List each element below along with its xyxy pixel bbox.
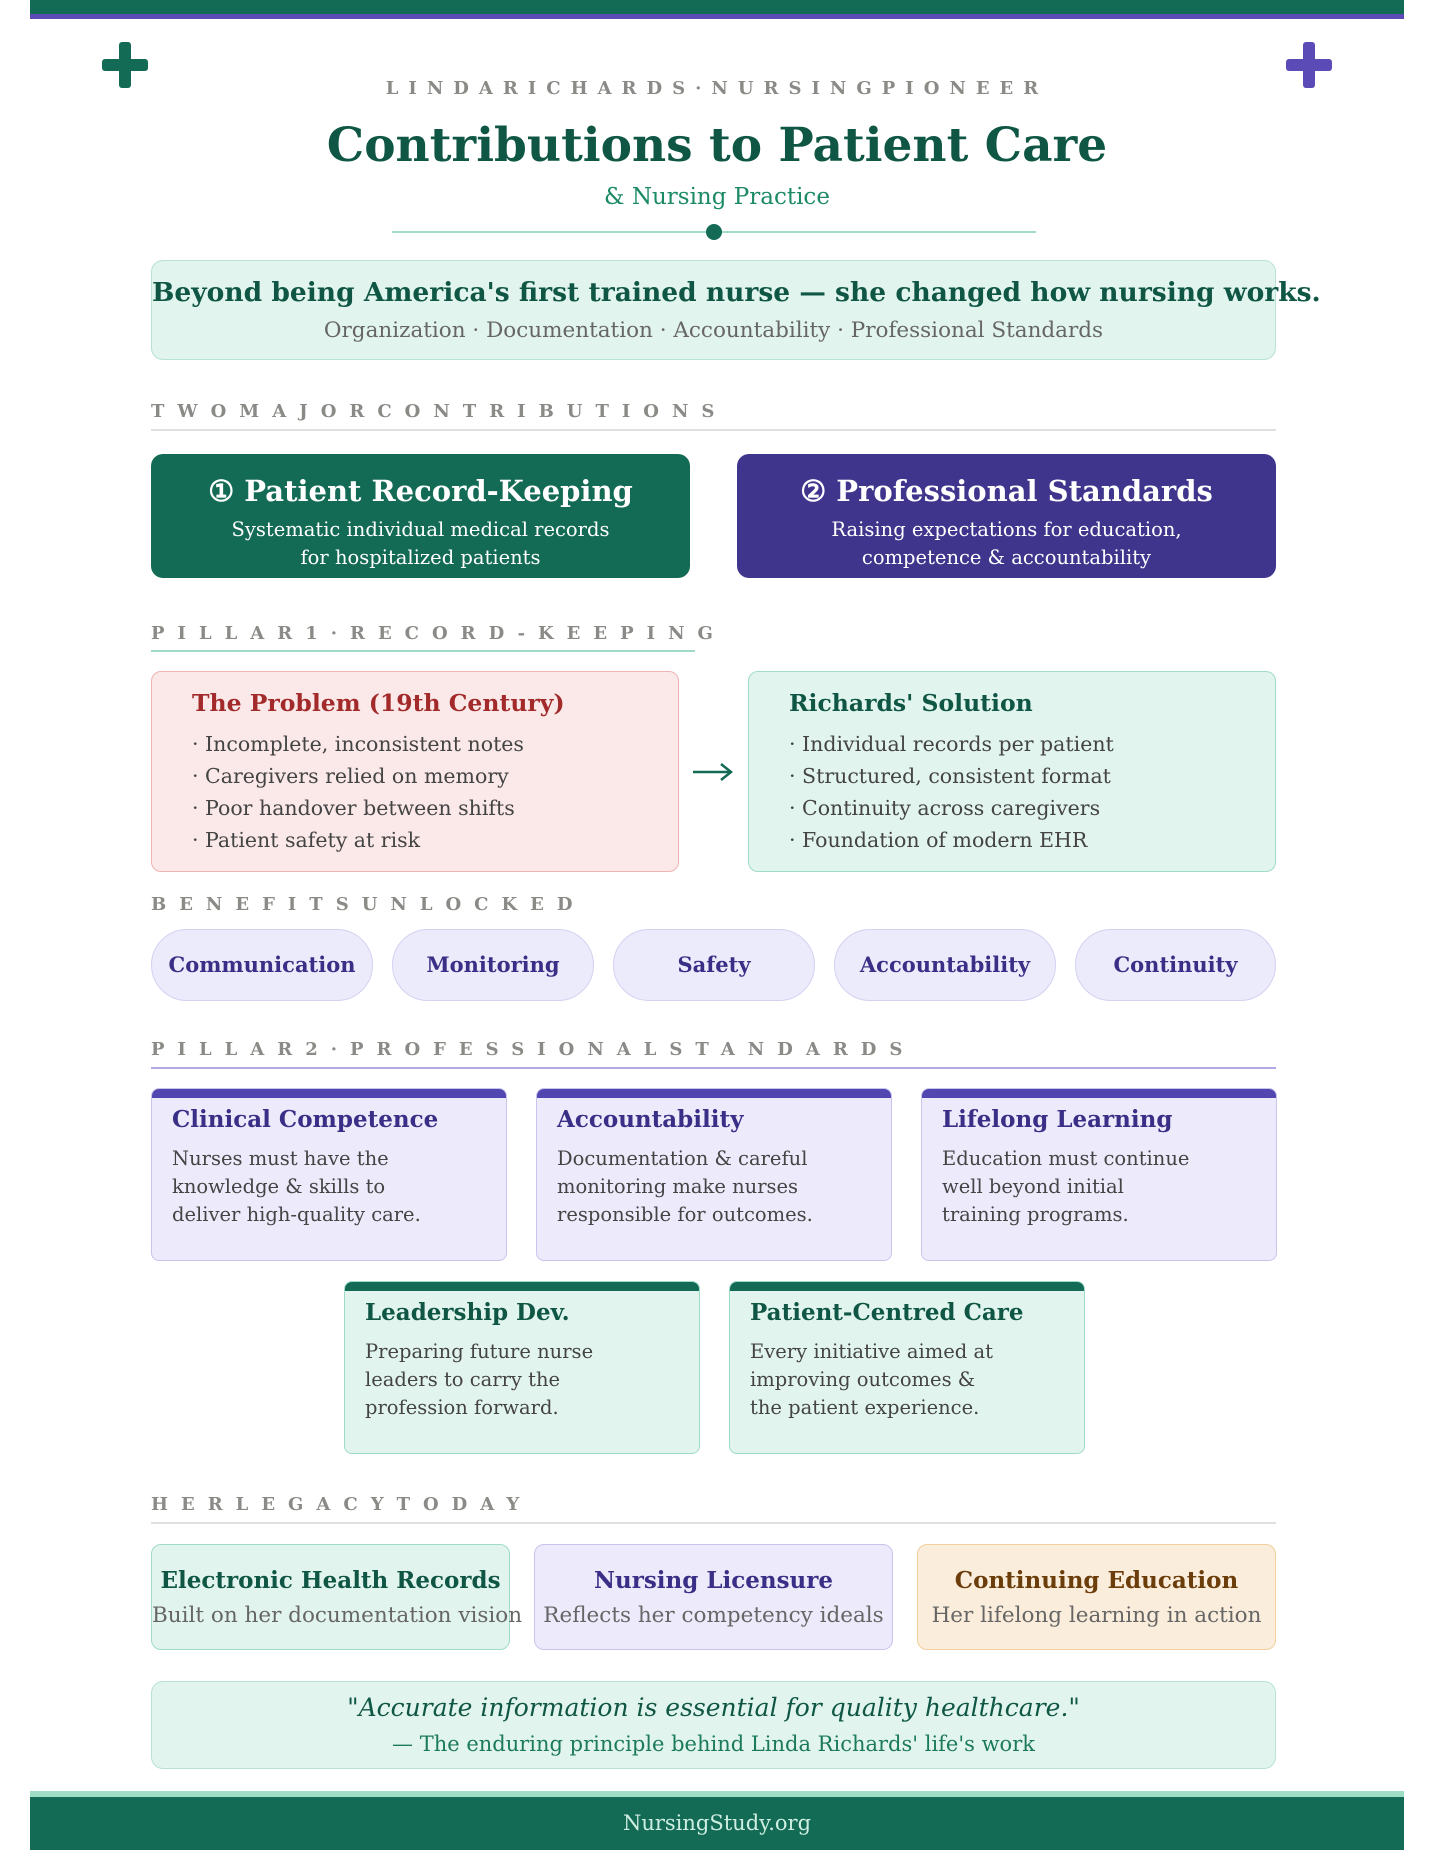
standard-card: Lifelong Learning Education must continu… (921, 1088, 1277, 1261)
standard-title: Accountability (557, 1106, 744, 1133)
footer-site-label: NursingStudy.org (622, 1811, 812, 1835)
banner-subline: Organization · Documentation · Accountab… (323, 318, 1104, 343)
list-item: · Caregivers relied on memory (192, 764, 509, 788)
section-divider (151, 429, 1276, 431)
benefit-pill: Safety (613, 929, 815, 1001)
quote-attribution: — The enduring principle behind Linda Ri… (392, 1732, 1035, 1756)
quote-text: "Accurate information is essential for q… (347, 1693, 1080, 1722)
list-item: · Foundation of modern EHR (789, 828, 1088, 852)
problem-title: The Problem (19th Century) (192, 689, 565, 717)
standard-title: Clinical Competence (172, 1106, 439, 1133)
section-divider (151, 650, 695, 652)
list-item: · Patient safety at risk (192, 828, 421, 852)
legacy-title: Electronic Health Records (160, 1567, 501, 1594)
legacy-title: Continuing Education (954, 1567, 1239, 1594)
footer-accent-bar (30, 1791, 1404, 1797)
legacy-desc: Her lifelong learning in action (931, 1603, 1262, 1628)
contribution-title: ① Patient Record-Keeping (208, 474, 633, 508)
solution-title: Richards' Solution (789, 689, 1033, 717)
problem-card: The Problem (19th Century) · Incomplete,… (151, 671, 679, 872)
contribution-desc: Systematic individual medical records fo… (231, 518, 610, 569)
page-subtitle: & Nursing Practice (604, 184, 830, 210)
section-title-pillar1: PILLAR1·RECORD-KEEPING (151, 623, 726, 644)
legacy-card-ehr: Electronic Health Records Built on her d… (151, 1544, 523, 1650)
banner-headline: Beyond being America's first trained nur… (152, 277, 1321, 308)
legacy-card-licensure: Nursing Licensure Reflects her competenc… (534, 1544, 893, 1650)
section-divider (151, 1067, 1276, 1069)
benefit-pill: Continuity (1075, 929, 1276, 1001)
title-divider-dot (706, 224, 722, 240)
intro-banner: Beyond being America's first trained nur… (151, 260, 1321, 360)
top-accent-bar-purple (30, 14, 1404, 19)
list-item: · Incomplete, inconsistent notes (192, 732, 524, 756)
standard-title: Patient-Centred Care (750, 1299, 1024, 1326)
contribution-desc: Raising expectations for education, comp… (831, 518, 1182, 569)
eyebrow-label: LINDARICHARDS·NURSINGPIONEER (385, 78, 1049, 99)
benefit-pill: Monitoring (392, 929, 594, 1001)
list-item: · Individual records per patient (789, 732, 1114, 756)
list-item: · Poor handover between shifts (192, 796, 515, 820)
page-title: Contributions to Patient Care (326, 118, 1108, 173)
list-item: · Continuity across caregivers (789, 796, 1101, 820)
standard-card: Patient-Centred Care Every initiative ai… (729, 1281, 1085, 1454)
benefit-pill: Communication (151, 929, 373, 1001)
list-item: · Structured, consistent format (789, 764, 1111, 788)
legacy-card-education: Continuing Education Her lifelong learni… (917, 1544, 1276, 1650)
standard-title: Lifelong Learning (942, 1106, 1173, 1133)
contribution-title: ② Professional Standards (800, 474, 1213, 508)
infographic-page: LINDARICHARDS·NURSINGPIONEER Contributio… (30, 0, 1404, 1860)
standard-title: Leadership Dev. (365, 1299, 570, 1326)
section-title-benefits: BENEFITSUNLOCKED (151, 894, 586, 915)
medical-cross-icon (1286, 42, 1332, 88)
solution-list: · Individual records per patient · Struc… (789, 728, 1114, 856)
section-title-legacy: HERLEGACYTODAY (151, 1494, 533, 1515)
legacy-desc: Reflects her competency ideals (543, 1603, 884, 1628)
section-title-pillar2: PILLAR2·PROFESSIONALSTANDARDS (151, 1039, 916, 1060)
section-title-two-major: TWOMAJORCONTRIBUTIONS (151, 401, 728, 422)
footer: NursingStudy.org (30, 1797, 1404, 1850)
top-accent-bar-green (30, 0, 1404, 14)
arrow-right-icon (693, 763, 734, 781)
problem-list: · Incomplete, inconsistent notes · Careg… (192, 728, 524, 856)
contribution-card-standards: ② Professional Standards Raising expecta… (737, 454, 1276, 578)
benefit-pill: Accountability (834, 929, 1056, 1001)
legacy-desc: Built on her documentation vision (152, 1603, 523, 1628)
solution-card: Richards' Solution · Individual records … (748, 671, 1276, 872)
section-divider (151, 1522, 1276, 1524)
legacy-title: Nursing Licensure (593, 1567, 834, 1594)
contribution-card-records: ① Patient Record-Keeping Systematic indi… (151, 454, 690, 578)
medical-cross-icon (102, 42, 148, 88)
quote-box: "Accurate information is essential for q… (151, 1681, 1276, 1769)
standard-card: Clinical Competence Nurses must have the… (151, 1088, 507, 1261)
